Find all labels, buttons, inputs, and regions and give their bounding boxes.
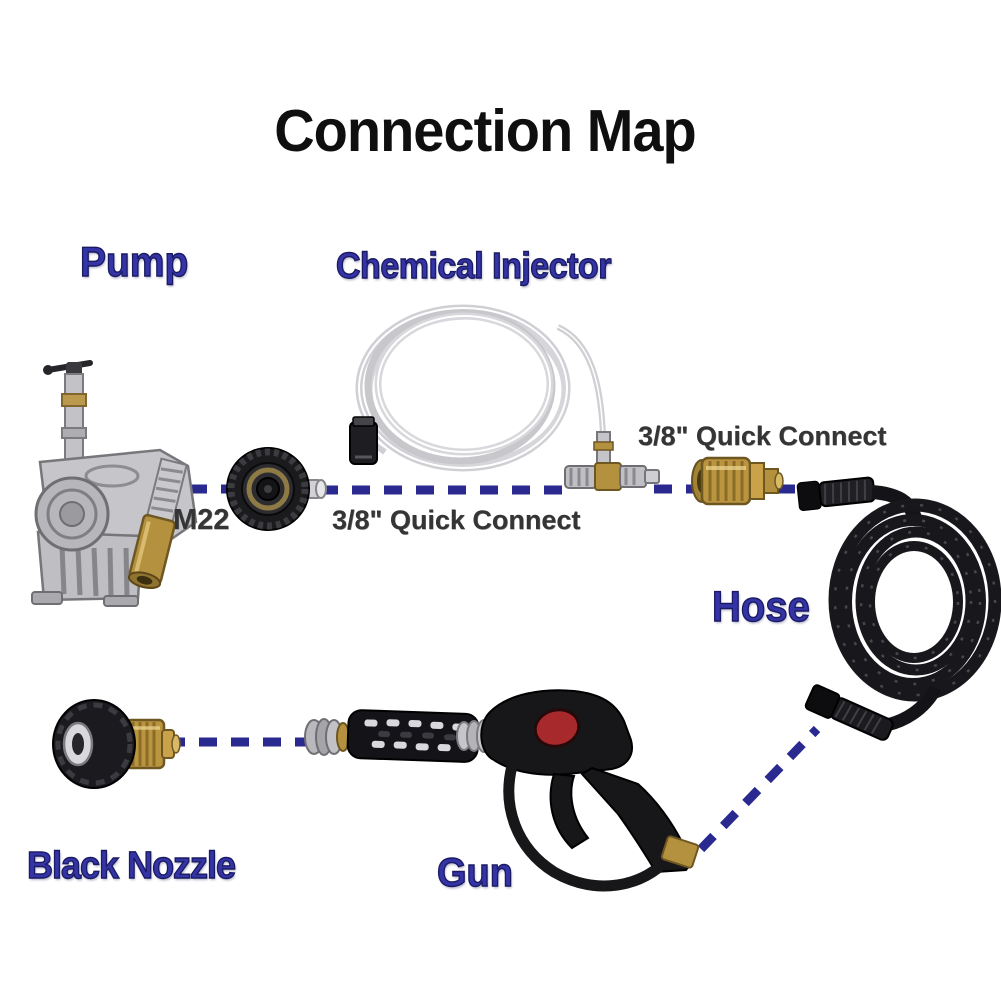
gun-label: Gun — [436, 850, 513, 896]
brass-quick-connect-illustration — [691, 456, 784, 506]
quick-connect-label-pump-side: 3/8" Quick Connect — [332, 505, 581, 535]
pump-label: Pump — [79, 239, 189, 286]
wand-illustration — [304, 709, 480, 763]
m22-coupler-illustration — [226, 447, 327, 531]
m22-connector-label: M22 — [173, 504, 230, 536]
black-nozzle-label: Black Nozzle — [26, 842, 236, 887]
gun-illustration — [456, 689, 700, 892]
quick-connect-label-hose-side: 3/8" Quick Connect — [638, 421, 887, 451]
pump-illustration — [31, 360, 198, 607]
page-title: Connection Map — [274, 97, 697, 164]
chemical-injector-label: Chemical Injector — [335, 245, 612, 287]
hose-illustration — [796, 476, 1001, 741]
black-nozzle-illustration — [52, 699, 181, 789]
chemical-injector-illustration — [349, 304, 660, 491]
hose-label: Hose — [711, 583, 810, 631]
